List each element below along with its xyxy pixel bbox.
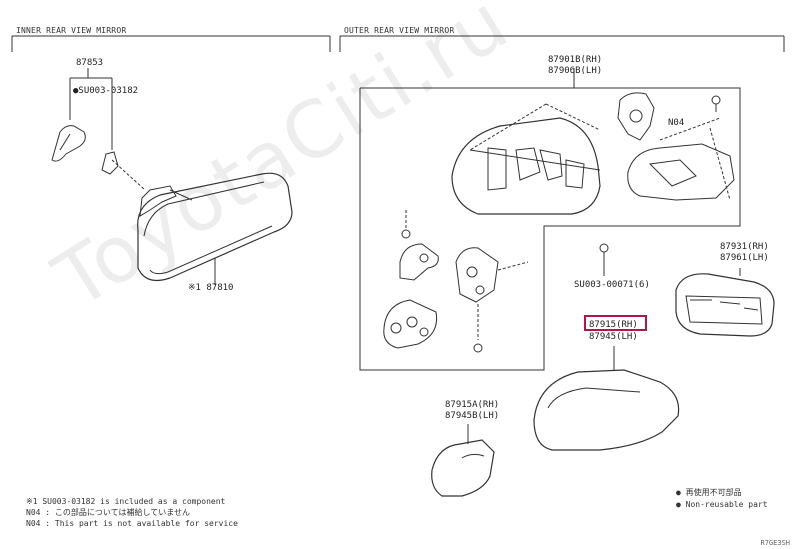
outer-housing xyxy=(451,103,601,215)
label-87915[interactable]: 87915(RH) xyxy=(589,320,638,330)
label-n04: N04 xyxy=(668,118,685,128)
label-87945b: 87945B(LH) xyxy=(445,411,500,421)
label-su003-03182: ●SU003-03182 xyxy=(73,86,139,96)
outer-cover-part xyxy=(533,346,680,451)
inner-mirror-body xyxy=(137,172,293,281)
outer-box xyxy=(359,68,741,371)
legend: ● 再使用不可部品 ● Non-reusable part xyxy=(676,487,768,511)
inner-cover-parts xyxy=(51,125,119,175)
label-su003-00071: SU003-00071(6) xyxy=(574,280,650,290)
actuator xyxy=(617,92,735,201)
part-highlight-box[interactable] xyxy=(584,315,647,331)
label-87853: 87853 xyxy=(76,58,104,68)
label-87810: ※1 87810 xyxy=(188,283,234,293)
footnote-3: N04 : This part is not available for ser… xyxy=(26,519,238,528)
label-87961: 87961(LH) xyxy=(720,253,769,263)
label-87901b: 87901B(RH) xyxy=(548,55,603,65)
legend-item-en: ● Non-reusable part xyxy=(676,500,768,509)
label-87906b: 87906B(LH) xyxy=(548,66,603,76)
inner-leaders xyxy=(69,68,216,285)
outer-section-title: OUTER REAR VIEW MIRROR xyxy=(344,26,455,35)
label-87915a: 87915A(RH) xyxy=(445,400,500,410)
lower-parts xyxy=(383,210,609,353)
non-reusable-dot-icon: ● xyxy=(73,86,79,96)
footnotes: ※1 SU003-03182 is included as a componen… xyxy=(26,496,238,529)
label-87945: 87945(LH) xyxy=(589,332,638,342)
section-brackets xyxy=(11,35,785,52)
mirror-glass-part xyxy=(675,268,775,337)
label-87931: 87931(RH) xyxy=(720,242,769,252)
inner-section-title: INNER REAR VIEW MIRROR xyxy=(16,26,127,35)
legend-item-jp: ● 再使用不可部品 xyxy=(676,488,742,497)
figure-code: R7GE3SH xyxy=(760,539,790,547)
small-cover-part xyxy=(431,424,495,497)
footnote-2: N04 : この部品については補給していません xyxy=(26,508,191,517)
footnote-1: ※1 SU003-03182 is included as a componen… xyxy=(26,497,226,506)
